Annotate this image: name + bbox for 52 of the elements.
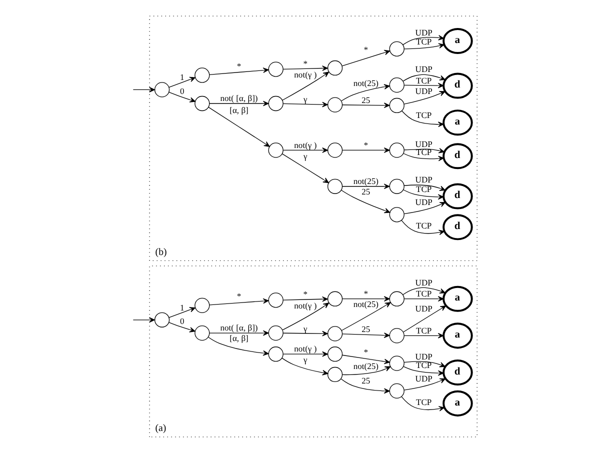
edge-label: TCP [415,75,432,86]
edge-label: not(25) [352,299,378,310]
edge-label: 0 [179,86,184,96]
edge-label: not( [α, β]) [220,93,258,104]
edge-label: UDP [414,304,432,314]
edge-label: not(γ ) [294,140,316,150]
edge-label: * [302,289,308,300]
edge-label: * [363,44,368,54]
edge-label: TCP [415,360,432,370]
edge-label: UDP [414,277,432,288]
edge-label: not(25) [352,176,378,186]
edge-label: 25 [361,186,370,197]
edge-label: TCP [415,220,432,231]
edge-label: 25 [361,324,370,334]
edge-label: not(25) [352,78,378,88]
edge-label: 25 [361,95,370,106]
edge-label: not( [α, β]) [220,322,258,333]
edge-label: TCP [415,288,432,298]
edge-label: not(γ ) [294,69,316,80]
edge-label: UDP [414,64,432,74]
edge-label: UDP [414,27,432,38]
edge-label: TCP [415,397,432,408]
edge-label: UDP [414,197,432,208]
edge-label: TCP [415,147,432,158]
edge-label: TCP [415,184,432,194]
edge-label: * [302,58,308,68]
edge-label: [α, β] [229,333,248,344]
edge-label: γ [303,323,307,334]
edge-label: [α, β] [229,104,248,115]
edge-label: TCP [415,110,432,120]
edge-label: 1 [179,302,184,312]
edge-label: not(γ ) [294,344,316,354]
edge-label: not(γ ) [294,300,316,310]
edge-label: 1 [179,72,184,82]
edge-label: * [363,288,368,298]
edge-label: 0 [179,316,184,326]
edge-label: γ [303,151,307,162]
edge-label: not(25) [352,360,378,371]
edge-label: UDP [414,174,432,185]
edge-label: UDP [414,139,432,150]
edge-label: UDP [414,352,432,362]
edge-label: TCP [415,325,432,336]
edge-label: 25 [361,375,370,386]
edge-label: * [236,291,241,302]
edge-label: γ [303,354,307,364]
edge-label: TCP [415,36,432,47]
edge-label: γ [303,94,307,104]
edge-label: UDP [414,86,432,96]
edge-label: * [236,60,241,71]
edge-label: UDP [414,373,432,384]
edge-label: * [363,347,368,358]
edge-label: * [363,140,368,150]
